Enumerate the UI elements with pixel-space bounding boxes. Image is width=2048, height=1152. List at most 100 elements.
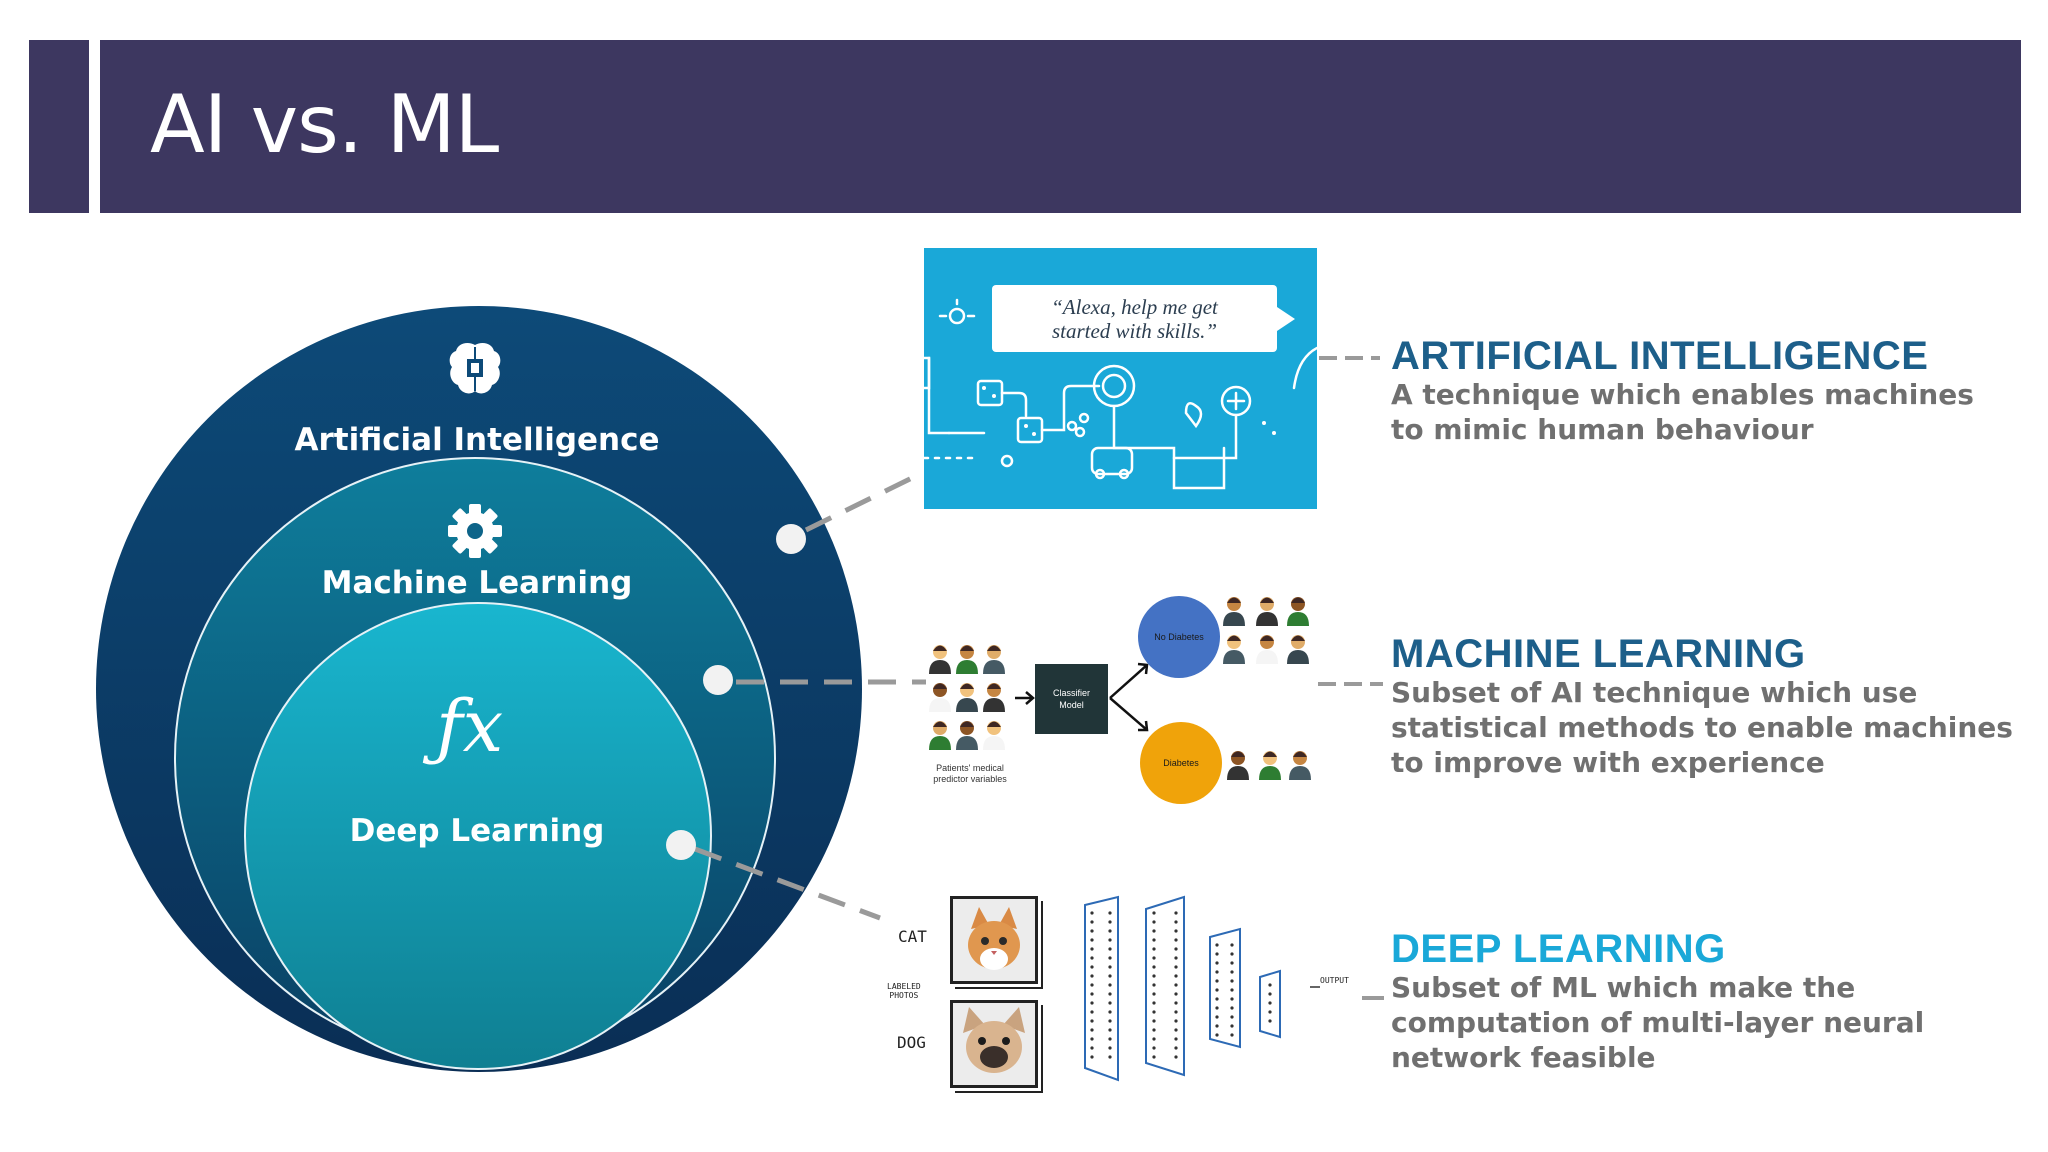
ai-marker-dot	[776, 524, 806, 554]
person-body	[956, 698, 978, 712]
neuron-dot	[1215, 1033, 1219, 1037]
dl-section-desc: Subset of ML which make the computation …	[1391, 970, 1924, 1075]
header-accent-block	[29, 40, 89, 213]
neuron-dot	[1152, 911, 1156, 915]
neuron-dot	[1230, 970, 1234, 974]
neuron-dot	[1152, 974, 1156, 978]
neuron-dot	[1108, 911, 1112, 915]
person-body	[983, 660, 1005, 674]
neuron-dot	[1174, 947, 1178, 951]
dl-desc-line-2: computation of multi-layer neural	[1391, 1006, 1925, 1039]
neuron-dot	[1174, 1028, 1178, 1032]
neuron-dot	[1174, 983, 1178, 987]
person-body	[929, 660, 951, 674]
neuron-dot	[1152, 920, 1156, 924]
neuron-dot	[1108, 1001, 1112, 1005]
classifier-line-2: Model	[1059, 700, 1084, 710]
labeled-photos-line-2: PHOTOS	[889, 991, 919, 1000]
ai-circle-label: Artificial Intelligence	[294, 422, 660, 458]
ml-marker-dot	[703, 665, 733, 695]
neuron-dot	[1152, 938, 1156, 942]
person-hair	[1293, 751, 1307, 757]
no-diabetes-label: No Diabetes	[1154, 632, 1204, 642]
ml-people-illustration	[929, 597, 1311, 780]
ml-desc-line-2: statistical methods to enable machines	[1391, 711, 2013, 744]
function-fx-icon: ƒx	[436, 684, 504, 768]
neuron-dot	[1215, 988, 1219, 992]
alexa-line-art	[924, 298, 1317, 490]
neuron-dot	[1215, 943, 1219, 947]
neuron-dot	[1174, 956, 1178, 960]
neuron-dot	[1174, 1010, 1178, 1014]
neuron-dot	[1174, 1055, 1178, 1059]
neuron-dot	[1152, 1019, 1156, 1023]
neuron-dot	[1090, 938, 1094, 942]
neuron-dot	[1268, 992, 1272, 996]
alexa-quote-bubble: “Alexa, help me get started with skills.…	[992, 285, 1295, 352]
person-body	[929, 698, 951, 712]
neuron-dot	[1108, 938, 1112, 942]
neuron-dot	[1174, 929, 1178, 933]
ai-desc-line-1: A technique which enables machines	[1391, 378, 1974, 411]
neuron-dot	[1108, 1028, 1112, 1032]
dog-label: DOG	[897, 1033, 926, 1052]
neuron-dot	[1090, 1010, 1094, 1014]
person-hair	[987, 683, 1001, 689]
neuron-dot	[1268, 1019, 1272, 1023]
neuron-dot	[1215, 979, 1219, 983]
neuron-dot	[1108, 929, 1112, 933]
neuron-dot	[1215, 961, 1219, 965]
neuron-dot	[1090, 1028, 1094, 1032]
ai-desc-line-2: to mimic human behaviour	[1391, 413, 1814, 446]
neuron-dot	[1174, 965, 1178, 969]
neuron-dot	[1215, 970, 1219, 974]
person-hair	[933, 645, 947, 651]
neuron-dot	[1090, 992, 1094, 996]
neuron-dot	[1108, 1010, 1112, 1014]
header-bar	[100, 40, 2021, 213]
neuron-dot	[1090, 956, 1094, 960]
person-hair	[1291, 635, 1305, 641]
neuron-dot	[1152, 983, 1156, 987]
person-hair	[960, 645, 974, 651]
neuron-dot	[1108, 920, 1112, 924]
patients-caption-line-2: predictor variables	[933, 774, 1007, 784]
ml-section-desc: Subset of AI technique which use statist…	[1391, 675, 2013, 780]
patients-caption-line-1: Patients' medical	[936, 763, 1004, 773]
cat-label: CAT	[898, 927, 927, 946]
neuron-dot	[1090, 1001, 1094, 1005]
person-hair	[1291, 597, 1305, 603]
slide-title: AI vs. ML	[150, 78, 499, 171]
person-body	[1289, 766, 1311, 780]
neuron-dot	[1090, 965, 1094, 969]
person-body	[1287, 650, 1309, 664]
dl-connector-line	[694, 846, 881, 921]
neuron-dot	[1090, 983, 1094, 987]
neuron-dot	[1230, 997, 1234, 1001]
neuron-dot	[1174, 974, 1178, 978]
neuron-dot	[1108, 983, 1112, 987]
no-diabetes-node: No Diabetes	[1138, 596, 1220, 678]
neuron-dot	[1108, 1019, 1112, 1023]
dl-desc-line-3: network feasible	[1391, 1041, 1656, 1074]
neuron-dot	[1230, 988, 1234, 992]
person-body	[1287, 612, 1309, 626]
neuron-dot	[1174, 938, 1178, 942]
neuron-dot	[1090, 974, 1094, 978]
neuron-dot	[1174, 920, 1178, 924]
person-hair	[1263, 751, 1277, 757]
neuron-dot	[1230, 961, 1234, 965]
neuron-dot	[1152, 1028, 1156, 1032]
neuron-dot	[1108, 1046, 1112, 1050]
person-hair	[933, 721, 947, 727]
neuron-dot	[1090, 929, 1094, 933]
neuron-dot	[1174, 1001, 1178, 1005]
alexa-quote-line-1: “Alexa, help me get	[1051, 294, 1218, 319]
alexa-illustration: “Alexa, help me get started with skills.…	[924, 248, 1317, 509]
neuron-dot	[1174, 1046, 1178, 1050]
neuron-dot	[1152, 1001, 1156, 1005]
neuron-dot	[1152, 1037, 1156, 1041]
ai-section-desc: A technique which enables machines to mi…	[1391, 377, 1974, 447]
classifier-line-1: Classifier	[1052, 688, 1090, 698]
gear-icon	[448, 504, 502, 558]
